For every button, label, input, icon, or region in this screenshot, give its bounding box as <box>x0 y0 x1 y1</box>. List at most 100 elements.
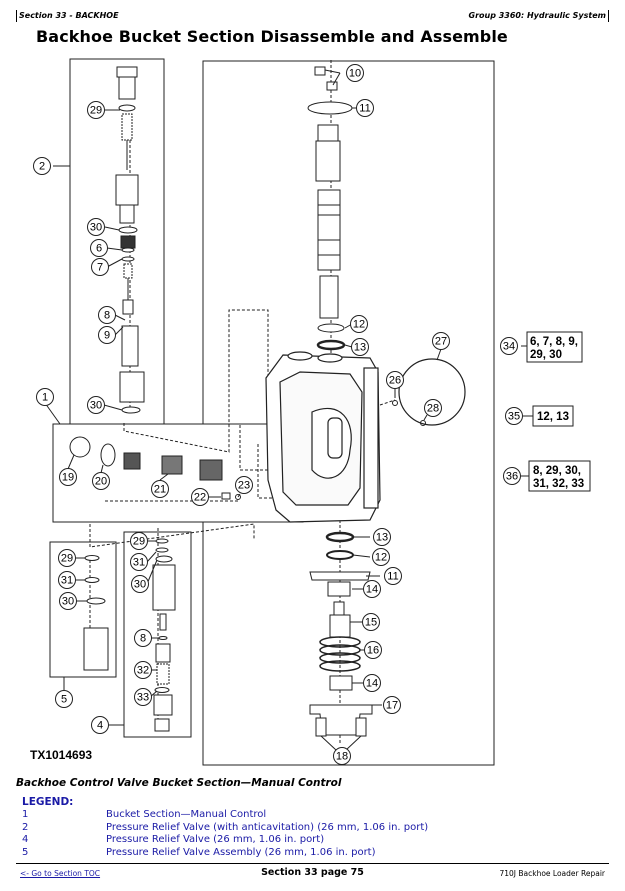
callout-circle-c14a <box>363 580 381 598</box>
callout-label-c28: 28 <box>427 403 439 415</box>
callout-circle-c5 <box>55 690 73 708</box>
footer-divider <box>16 863 609 864</box>
kit-34-line1: 6, 7, 8, 9, <box>530 336 578 348</box>
legend-text: Pressure Relief Valve (26 mm, 1.06 in. p… <box>106 834 325 845</box>
kit-34-line2: 29, 30 <box>530 349 562 361</box>
callout-circle-c30b <box>87 396 105 414</box>
callout-circle-c35 <box>505 407 523 425</box>
callout-label-c7: 7 <box>97 262 103 274</box>
callout-circle-c30c <box>59 592 77 610</box>
section-toc-link[interactable]: <- Go to Section TOC <box>20 869 101 878</box>
figure-id: TX1014693 <box>30 748 93 762</box>
callout-label-c8a: 8 <box>104 310 110 322</box>
callout-circle-c19 <box>59 468 77 486</box>
o-ring-26 <box>392 400 398 406</box>
callout-label-c31a: 31 <box>61 575 73 587</box>
legend-num: 5 <box>22 846 29 858</box>
callout-circle-c21 <box>151 480 169 498</box>
callout-circle-c32 <box>134 661 152 679</box>
callout-circle-c7 <box>91 258 109 276</box>
legend-title: LEGEND: <box>22 796 74 808</box>
callout-label-c11a: 11 <box>359 103 370 115</box>
callout-label-c2: 2 <box>39 161 45 173</box>
callout-label-c15: 15 <box>365 617 377 629</box>
page-title: Backhoe Bucket Section Disassemble and A… <box>36 27 508 46</box>
callout-circle-c33 <box>134 688 152 706</box>
o-ring-27 <box>398 358 466 426</box>
callout-circle-c10 <box>346 64 364 82</box>
callout-circle-c23 <box>235 476 253 494</box>
callout-circle-c11b <box>384 567 402 585</box>
relief-cartridge-2 <box>115 66 145 414</box>
callout-label-c14b: 14 <box>366 678 378 690</box>
callout-label-c1: 1 <box>42 392 48 404</box>
callout-circle-c13b <box>373 528 391 546</box>
exploded-diagram: 6, 7, 8, 9, 29, 30 12, 13 8, 29, 30, 31,… <box>33 58 591 766</box>
kit-35-line1: 12, 13 <box>537 411 569 423</box>
legend-item: 4 Pressure Relief Valve (26 mm, 1.06 in. … <box>22 834 428 847</box>
callout-circle-c8a <box>98 306 116 324</box>
o-ring-28 <box>420 420 426 426</box>
kit-box-35 <box>532 405 574 427</box>
callout-label-c12a: 12 <box>353 319 365 331</box>
callout-label-c17: 17 <box>386 700 398 712</box>
callout-label-c6: 6 <box>96 243 102 255</box>
callout-circle-c34 <box>500 337 518 355</box>
callout-label-c34: 34 <box>503 341 515 353</box>
callout-circle-c31b <box>130 553 148 571</box>
legend-item: 5 Pressure Relief Valve Assembly (26 mm, … <box>22 847 428 860</box>
callout-circle-c29c <box>130 532 148 550</box>
callout-label-c30b: 30 <box>90 400 102 412</box>
callout-circle-c29a <box>87 101 105 119</box>
legend-text: Pressure Relief Valve (with anticavitati… <box>106 821 429 833</box>
legend-num: 2 <box>22 821 29 833</box>
legend-text: Bucket Section—Manual Control <box>106 809 267 820</box>
relief-assembly-5-parts <box>83 555 109 671</box>
valve-body <box>265 351 381 523</box>
callout-label-c14a: 14 <box>366 584 378 596</box>
callout-label-c10: 10 <box>349 68 361 80</box>
callout-label-c8b: 8 <box>140 633 146 645</box>
callout-label-c23: 23 <box>238 480 250 492</box>
callout-label-c21: 21 <box>154 484 166 496</box>
callout-label-c13b: 13 <box>376 532 388 544</box>
callout-label-c19: 19 <box>62 472 74 484</box>
callout-circle-c16 <box>364 641 382 659</box>
callout-circle-c2 <box>33 157 51 175</box>
callout-label-c30a: 30 <box>90 222 102 234</box>
kit-box-36 <box>528 460 591 492</box>
callout-label-c35: 35 <box>508 411 520 423</box>
section-1-parts <box>69 436 241 500</box>
legend-text: Pressure Relief Valve Assembly (26 mm, 1… <box>106 846 376 858</box>
callout-circle-c22 <box>191 488 209 506</box>
spring-cap-assembly <box>309 531 373 737</box>
callout-circle-c15 <box>362 613 380 631</box>
callout-circle-c20 <box>92 472 110 490</box>
callout-label-c29a: 29 <box>90 105 102 117</box>
callout-circle-c14b <box>363 674 381 692</box>
callout-label-c29b: 29 <box>61 553 73 565</box>
callout-label-c4: 4 <box>97 720 103 732</box>
callout-circle-c12b <box>372 548 390 566</box>
callout-label-c30d: 30 <box>134 579 146 591</box>
manual-title: 710J Backhoe Loader Repair <box>499 869 605 878</box>
legend-num: 1 <box>22 809 29 820</box>
callout-label-c20: 20 <box>95 476 107 488</box>
callout-circle-c29b <box>58 549 76 567</box>
callout-circle-c9 <box>98 326 116 344</box>
callout-circle-c30a <box>87 218 105 236</box>
callout-label-c9: 9 <box>104 330 110 342</box>
callout-label-c30c: 30 <box>62 596 74 608</box>
kit-box-34 <box>526 331 583 363</box>
callout-circle-c12a <box>350 315 368 333</box>
callout-label-c26: 26 <box>389 375 401 387</box>
kit-36-line2: 31, 32, 33 <box>533 478 584 490</box>
page-number: Section 33 page 75 <box>261 867 364 878</box>
kit-36-line1: 8, 29, 30, <box>533 465 581 477</box>
callout-label-c32: 32 <box>137 665 149 677</box>
callout-circle-c26 <box>386 371 404 389</box>
callout-circle-c8b <box>134 629 152 647</box>
legend-num: 4 <box>22 834 29 845</box>
callout-circle-c30d <box>131 575 149 593</box>
callout-label-c31b: 31 <box>133 557 145 569</box>
